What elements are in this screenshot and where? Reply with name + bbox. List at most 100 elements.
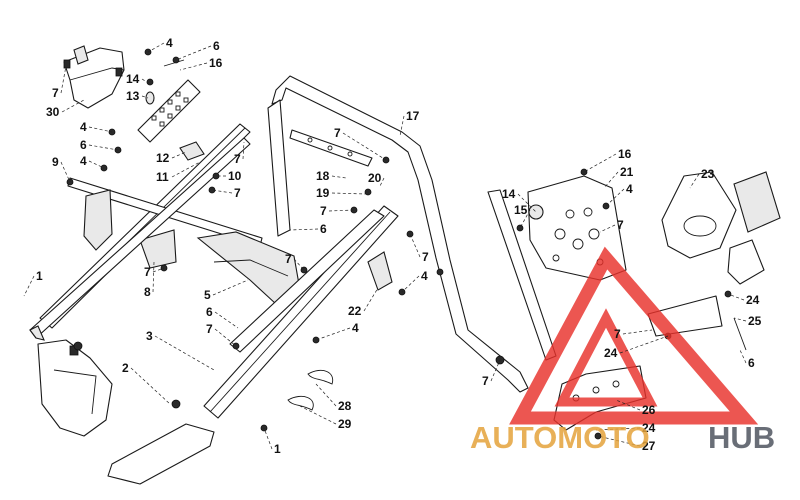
leader-line (130, 367, 171, 405)
leader-line (263, 427, 273, 450)
leader-line (599, 224, 616, 233)
leader-line (141, 95, 149, 99)
leader-line (328, 209, 355, 212)
leader-line (733, 317, 747, 322)
leader-line (409, 233, 421, 258)
callout-6: 6 (320, 222, 327, 236)
leader-line (727, 293, 745, 301)
callout-23: 23 (701, 167, 715, 181)
leader-line (141, 78, 151, 85)
leader-line (60, 65, 67, 94)
leader-line (242, 141, 245, 160)
lamp-housing (63, 45, 125, 109)
leader-line (175, 45, 212, 61)
callout-5: 5 (204, 288, 211, 302)
leader-line (379, 177, 385, 187)
leader-line (399, 115, 405, 137)
callout-7: 7 (614, 327, 621, 341)
callout-1: 1 (36, 269, 43, 283)
callout-6: 6 (748, 356, 755, 370)
leader-line (605, 188, 625, 207)
leader-line (152, 267, 165, 273)
callout-6: 6 (213, 39, 220, 53)
watermark-text: AUTOMOTO HUB (470, 420, 775, 455)
callout-4: 4 (352, 321, 359, 335)
long-tube (29, 137, 251, 341)
callout-16: 16 (618, 147, 632, 161)
leader-line (154, 335, 215, 371)
leader-line (60, 161, 71, 183)
gusset-plate (367, 251, 393, 291)
leader-lines (23, 42, 747, 450)
callout-18: 18 (316, 169, 330, 183)
leader-line (88, 126, 113, 133)
leader-line (597, 435, 641, 447)
leader-line (88, 160, 105, 169)
callout-17: 17 (406, 109, 420, 123)
bracket-bar (289, 129, 373, 167)
leader-line (519, 209, 531, 229)
leader-line (293, 258, 305, 271)
front-frame-bracket (37, 339, 215, 485)
leader-line (179, 62, 208, 71)
callout-30: 30 (46, 105, 60, 119)
callout-7: 7 (320, 204, 327, 218)
callout-25: 25 (748, 314, 762, 328)
callout-4: 4 (421, 269, 428, 283)
callout-7: 7 (482, 374, 489, 388)
callout-6: 6 (80, 138, 87, 152)
callout-12: 12 (156, 151, 170, 165)
leader-line (23, 275, 35, 297)
perforated-mount-plate (137, 59, 201, 143)
callout-7: 7 (234, 152, 241, 166)
leader-line (171, 151, 187, 159)
watermark-automoto: AUTOMOTO (470, 420, 650, 455)
callout-7: 7 (206, 322, 213, 336)
callout-22: 22 (348, 304, 362, 318)
callout-7: 7 (52, 86, 59, 100)
callout-24: 24 (642, 421, 656, 435)
watermark-logo (509, 246, 759, 425)
watermark-hub: HUB (708, 420, 775, 455)
callout-24: 24 (604, 346, 618, 360)
leader-line (61, 99, 85, 113)
callout-7: 7 (422, 250, 429, 264)
leader-line (401, 275, 420, 293)
callout-3: 3 (146, 329, 153, 343)
callout-14: 14 (126, 72, 140, 86)
leader-line (619, 335, 669, 354)
leader-line (315, 383, 337, 407)
leader-line (211, 189, 233, 194)
leader-line (315, 327, 351, 341)
callout-11: 11 (156, 170, 169, 184)
callout-21: 21 (620, 165, 634, 179)
main-frame-rail (203, 205, 399, 419)
leader-line (583, 153, 617, 173)
callout-7: 7 (285, 252, 292, 266)
clamp-rings (287, 370, 334, 411)
callout-19: 19 (316, 186, 330, 200)
grip-assembly (661, 171, 781, 285)
leader-line (739, 349, 747, 364)
leader-line (299, 405, 337, 425)
leader-line (603, 171, 619, 189)
leader-line (517, 193, 537, 213)
callout-7: 7 (334, 126, 341, 140)
leader-line (331, 175, 347, 179)
leader-line (490, 359, 501, 382)
callout-4: 4 (80, 120, 87, 134)
leader-line (214, 328, 237, 347)
leader-line (615, 399, 641, 411)
callout-7: 7 (144, 265, 151, 279)
callout-7: 7 (617, 218, 624, 232)
clamp-block (179, 141, 205, 161)
leader-line (595, 427, 641, 431)
callout-16: 16 (209, 56, 223, 70)
callout-4: 4 (166, 36, 173, 50)
leader-line (214, 311, 239, 329)
callout-10: 10 (228, 169, 242, 183)
callout-4: 4 (80, 154, 87, 168)
leader-line (212, 279, 249, 296)
callout-20: 20 (368, 171, 382, 185)
